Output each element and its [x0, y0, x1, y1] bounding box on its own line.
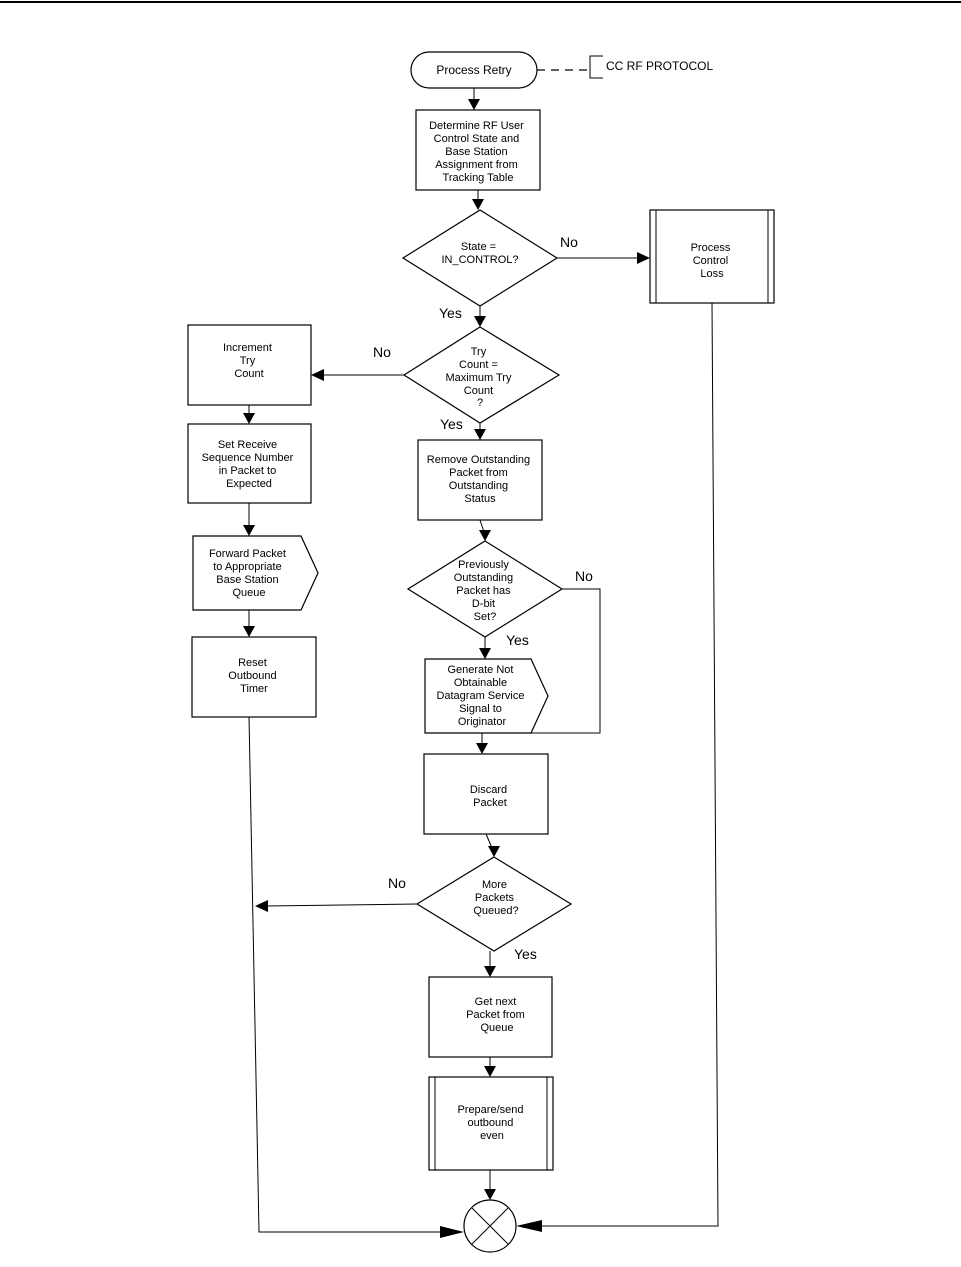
arrow-more-yes [484, 966, 496, 977]
determine-box [415, 109, 541, 191]
remove-outstanding-box [417, 439, 543, 521]
increment-text: Increment Try Count [223, 342, 275, 380]
generate-signal-shape [424, 658, 549, 734]
increment-box [187, 324, 312, 406]
arrow-prepare-end [484, 1189, 496, 1200]
arrow-pcl-end [516, 1220, 542, 1232]
set-receive-text: Set Receive Sequence Number in Packet to… [202, 439, 297, 490]
annotation-label: CC RF PROTOCOL [606, 59, 713, 73]
forward-packet-text: Forward Packet to Appropriate Base Stati… [209, 548, 289, 599]
try-count-text: Try Count = Maximum Try Count ? [445, 346, 514, 409]
set-receive-box [187, 423, 312, 504]
label-try-yes: Yes [440, 416, 463, 432]
label-more-yes: Yes [514, 946, 537, 962]
forward-packet-shape [192, 535, 319, 611]
prepare-send-text: Prepare/send outbound even [457, 1104, 526, 1142]
arrow-increment-set [243, 413, 255, 424]
arrow-reset-end [440, 1226, 464, 1238]
discard-text: Discard Packet [470, 784, 510, 809]
arrow-state-yes [474, 316, 486, 327]
prepare-send-box [428, 1076, 554, 1171]
flow-pcl-end [542, 302, 719, 1227]
flow-dbit-no [488, 588, 601, 734]
arrow-generate-discard [476, 743, 488, 754]
end-cross-2 [471, 1207, 509, 1245]
more-packets-text: More Packets Queued? [473, 879, 518, 917]
arrow-forward-reset [243, 626, 255, 637]
arrow-more-no [255, 900, 268, 912]
annotation-bracket [589, 55, 603, 79]
label-try-no: No [373, 344, 391, 360]
get-next-box [428, 976, 553, 1058]
label-state-yes: Yes [439, 305, 462, 321]
arrow-set-forward [243, 525, 255, 536]
arrow-state-no [637, 252, 650, 264]
reset-timer-text: Reset Outbound Timer [228, 657, 279, 695]
get-next-text: Get next Packet from Queue [466, 996, 528, 1034]
flow-more-no [265, 903, 418, 907]
label-dbit-no: No [575, 568, 593, 584]
arrow-discard-more [488, 846, 500, 857]
arrow-getnext-prepare [484, 1066, 496, 1077]
reset-timer-box [191, 636, 317, 718]
arrow-try-no [311, 369, 324, 381]
label-dbit-yes: Yes [506, 632, 529, 648]
process-control-loss-box [649, 209, 775, 304]
process-control-loss-text: Process Control Loss [691, 242, 734, 280]
remove-outstanding-text: Remove Outstanding Packet from Outstandi… [427, 454, 533, 505]
arrow-start-determine [468, 99, 480, 110]
start-label: Process Retry [436, 63, 511, 77]
arrow-remove-dbit [479, 530, 491, 541]
state-decision-text: State = IN_CONTROL? [441, 241, 518, 266]
label-state-no: No [560, 234, 578, 250]
flow-reset-end [248, 716, 440, 1233]
flow-discard-more [485, 833, 493, 849]
determine-text: Determine RF User Control State and Base… [429, 120, 527, 184]
more-packets-decision [415, 856, 573, 952]
dbit-decision-text: Previously Outstanding Packet has D-bit … [454, 559, 516, 623]
arrow-determine-state [472, 199, 484, 210]
generate-signal-text: Generate Not Obtainable Datagram Service… [436, 664, 527, 728]
label-more-no: No [388, 875, 406, 891]
arrow-try-yes [474, 429, 486, 440]
arrow-dbit-yes [479, 648, 491, 659]
